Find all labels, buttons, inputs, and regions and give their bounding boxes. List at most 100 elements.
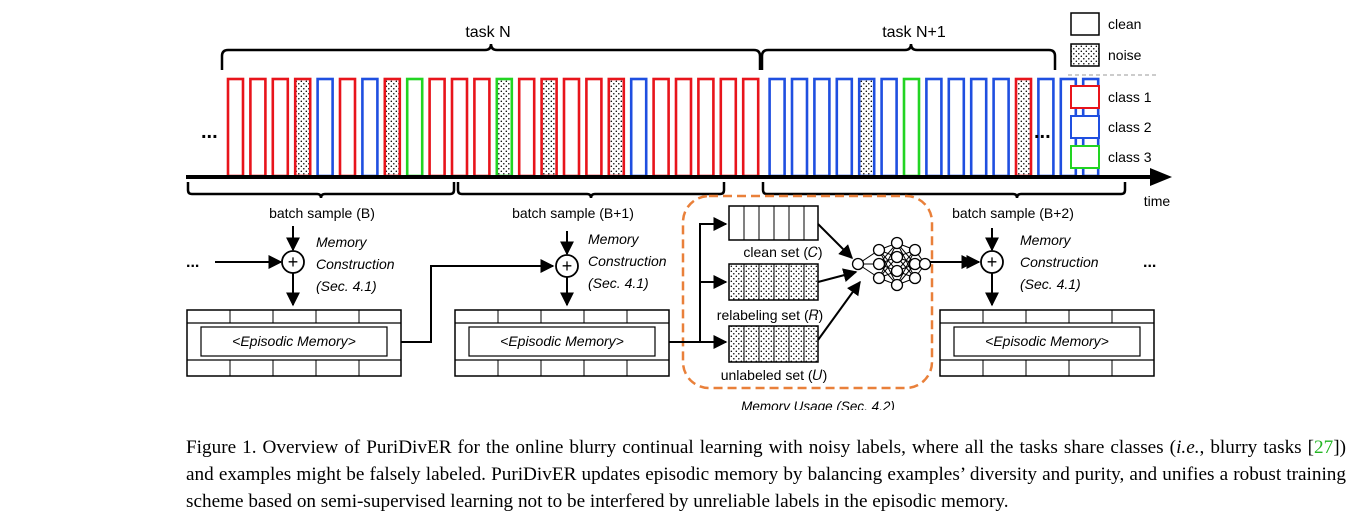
unlabeled-set-label: unlabeled set (𝑈): [721, 367, 828, 383]
caption-part2: , blurry tasks [: [1199, 437, 1315, 458]
nn-node: [890, 236, 904, 250]
sample-bar: [902, 77, 921, 178]
sample-bar: [585, 77, 603, 178]
sample-bar: [768, 77, 786, 178]
legend: clean noise class 1 class 2 class 3: [1068, 12, 1156, 169]
sample-bar: [925, 77, 943, 178]
nn-node: [851, 257, 865, 271]
sample-bar: [969, 77, 988, 178]
caption-part3: ]) and examples might be falsely labeled…: [186, 437, 1347, 512]
sample-bar: [383, 77, 402, 178]
sample-bar: [1014, 77, 1033, 178]
memory-construction-2-line2: Construction: [588, 253, 667, 269]
batch-b2-brace: [761, 182, 1127, 199]
nn-node: [872, 243, 886, 257]
relabeling-set-cells: [728, 263, 819, 301]
nn-node: [890, 278, 904, 292]
timeline-ellipsis-left: ...: [201, 121, 218, 143]
memory-construction-1-line2: Construction: [316, 256, 395, 272]
task-n1-brace: [760, 43, 1057, 70]
sample-bar: [361, 77, 379, 178]
sample-bar: [540, 77, 558, 178]
legend-clean-swatch: [1070, 12, 1100, 36]
sample-bar: [562, 77, 581, 178]
sample-bars: [226, 77, 1100, 178]
clean-set-label: clean set (𝐶): [743, 244, 822, 260]
episodic-memory-1: <Episodic Memory>: [186, 309, 402, 377]
memory-construction-1-line3: (Sec. 4.1): [316, 278, 377, 294]
sample-bar: [652, 77, 670, 178]
nn-node: [890, 264, 904, 278]
legend-class2-swatch: [1070, 115, 1100, 139]
sample-bar: [947, 77, 966, 178]
sample-bar: [857, 77, 876, 178]
legend-class3-swatch: [1070, 145, 1100, 169]
timeline-ellipsis-right: ...: [1034, 121, 1051, 143]
sample-bar: [473, 77, 491, 178]
sample-bar: [880, 77, 898, 178]
sample-bar: [813, 77, 831, 178]
legend-class3-label: class 3: [1108, 149, 1152, 165]
sample-bar: [450, 77, 469, 178]
sample-bar: [226, 77, 245, 178]
caption-citation-link[interactable]: 27: [1314, 437, 1334, 458]
caption-ie: i.e.: [1176, 437, 1200, 458]
sample-bar: [293, 77, 312, 178]
unlabeled-set-cells: [728, 325, 819, 363]
sample-bar: [495, 77, 514, 178]
sample-bar: [835, 77, 854, 178]
batch-b1-label: batch sample (B+1): [512, 205, 634, 221]
batch-b1-brace: [456, 182, 726, 199]
memory-construction-2-line1: Memory: [588, 231, 640, 247]
batch-b2-label: batch sample (B+2): [952, 205, 1074, 221]
relabeling-set-label: relabeling set (𝑅): [717, 307, 823, 323]
puridiver-overview-diagram: task N task N+1 ... ... time clean noise…: [186, 12, 1172, 410]
nn-node: [908, 243, 922, 257]
sample-bar: [428, 77, 446, 178]
sample-bar: [316, 77, 334, 178]
sample-bar: [674, 77, 693, 178]
memory-construction-3-line2: Construction: [1020, 254, 1099, 270]
sample-bar: [271, 77, 290, 178]
figure-caption: Figure 1. Overview of PuriDivER for the …: [186, 434, 1346, 515]
flow-ellipsis-left: ...: [186, 254, 199, 271]
neural-network-icon: [851, 236, 932, 292]
legend-noise-swatch: [1070, 43, 1100, 67]
memory-construction-3-line3: (Sec. 4.1): [1020, 276, 1081, 292]
memory-usage-label: Memory Usage (Sec. 4.2): [741, 399, 895, 410]
sample-bar: [405, 77, 424, 178]
legend-class2-label: class 2: [1108, 119, 1152, 135]
plus-symbol-3: +: [987, 252, 998, 272]
nn-edge: [896, 249, 916, 286]
sample-bar: [697, 77, 715, 178]
sample-bar: [249, 77, 267, 178]
nn-edge: [878, 242, 898, 279]
nn-node: [872, 257, 886, 271]
time-arrow-head: [1150, 168, 1172, 186]
sample-bar: [741, 77, 760, 178]
batch-b-brace: [186, 182, 456, 199]
episodic-memory-2-label: <Episodic Memory>: [500, 333, 624, 349]
episodic-memory-3: <Episodic Memory>: [939, 309, 1155, 377]
plus-symbol-1: +: [288, 252, 299, 272]
nn-node: [908, 257, 922, 271]
batch-b-label: batch sample (B): [269, 205, 375, 221]
legend-noise-label: noise: [1108, 47, 1142, 63]
task-n1-label: task N+1: [882, 24, 946, 41]
task-n-label: task N: [465, 24, 510, 41]
legend-class1-swatch: [1070, 85, 1100, 109]
nn-node: [872, 271, 886, 285]
clean-set-cells: [728, 205, 819, 241]
caption-part1: Figure 1. Overview of PuriDivER for the …: [186, 437, 1177, 458]
nn-node: [918, 257, 932, 271]
task-n-brace: [220, 43, 762, 70]
nn-node: [908, 271, 922, 285]
memory-construction-1-line1: Memory: [316, 234, 368, 250]
legend-class1-label: class 1: [1108, 89, 1152, 105]
sample-bar: [992, 77, 1010, 178]
flow-ellipsis-right: ...: [1143, 254, 1156, 271]
plus-symbol-2: +: [562, 256, 573, 276]
legend-clean-label: clean: [1108, 16, 1141, 32]
episodic-memory-2: <Episodic Memory>: [454, 309, 670, 377]
sample-bar: [790, 77, 809, 178]
